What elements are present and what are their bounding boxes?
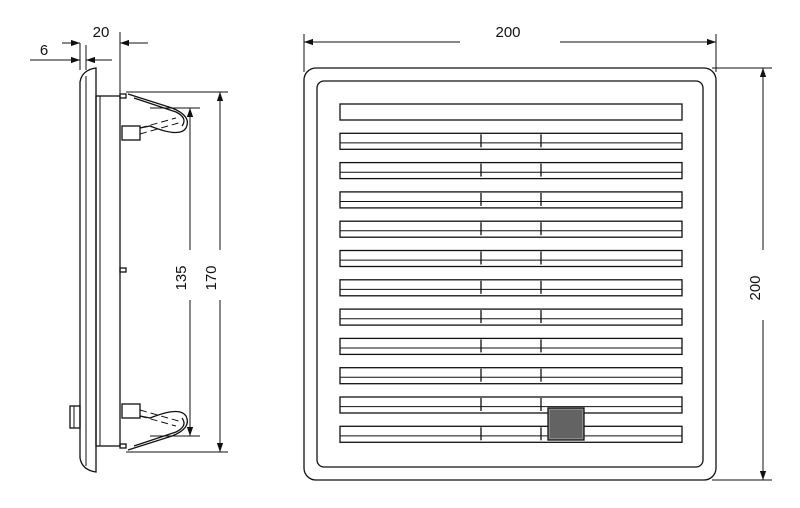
upper-spring-clip bbox=[121, 93, 189, 141]
louver-group bbox=[339, 103, 683, 443]
dim-overall-width: 200 bbox=[495, 24, 520, 41]
louver-slat bbox=[339, 279, 683, 297]
louver-adjust-knob[interactable] bbox=[547, 407, 585, 441]
dim-overall-height: 200 bbox=[747, 275, 764, 300]
side-view bbox=[69, 67, 189, 473]
louver-slat bbox=[339, 425, 683, 443]
louver-slat bbox=[339, 249, 683, 268]
louver-slat bbox=[339, 191, 683, 209]
louver-slat bbox=[339, 367, 683, 385]
louver-slat bbox=[339, 337, 683, 356]
front-view bbox=[303, 67, 717, 481]
louver-slat bbox=[339, 308, 683, 326]
side-knob bbox=[69, 405, 81, 429]
front-frame-inner bbox=[316, 80, 704, 468]
louver-slat bbox=[339, 220, 683, 238]
louver-slat bbox=[339, 396, 683, 414]
dimension-lines: 6 20 200 135 170 200 bbox=[30, 24, 772, 481]
dim-depth: 20 bbox=[93, 24, 110, 41]
lower-spring-clip bbox=[121, 403, 189, 451]
louver-slat bbox=[339, 132, 683, 150]
front-frame-outer bbox=[303, 67, 717, 481]
dim-flange-thickness: 6 bbox=[40, 42, 48, 59]
dim-clip-spacing: 135 bbox=[173, 265, 190, 290]
side-flange bbox=[79, 67, 97, 473]
louver-slat bbox=[339, 103, 683, 121]
dim-body-height: 170 bbox=[203, 265, 220, 290]
louver-slat bbox=[339, 161, 683, 180]
